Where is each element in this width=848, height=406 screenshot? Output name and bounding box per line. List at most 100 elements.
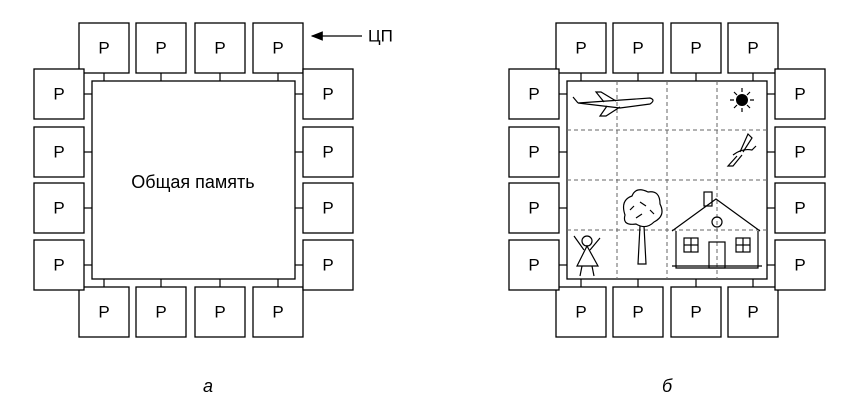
processor-box — [612, 286, 664, 338]
child-icon — [573, 235, 601, 277]
processor-label: P — [690, 39, 701, 58]
processor-a-left-3: P — [33, 182, 92, 234]
processor-a-left-2: P — [33, 126, 92, 178]
memory-grid-lines — [567, 81, 767, 279]
processor-a-top-3: P — [194, 22, 246, 81]
processor-box — [774, 239, 826, 291]
processor-b-top-1: P — [555, 22, 607, 81]
processor-label: P — [98, 303, 109, 322]
processor-a-bottom-3: P — [194, 279, 246, 338]
cpu-annotation: ЦП — [310, 27, 393, 46]
cpu-label: ЦП — [368, 27, 393, 46]
processor-label: P — [528, 256, 539, 275]
processor-b-top-2: P — [612, 22, 664, 81]
processor-b-left-3: P — [508, 182, 567, 234]
processor-b-right-4: P — [767, 239, 826, 291]
processor-box — [78, 286, 130, 338]
processor-box — [508, 182, 560, 234]
processor-a-top-4: P — [252, 22, 304, 81]
processor-label: P — [214, 39, 225, 58]
processor-label: P — [53, 199, 64, 218]
processor-label: P — [747, 39, 758, 58]
processor-box — [774, 68, 826, 120]
processor-label: P — [155, 39, 166, 58]
processor-a-bottom-2: P — [135, 279, 187, 338]
processor-label: P — [575, 39, 586, 58]
processor-label: P — [322, 199, 333, 218]
processor-box — [774, 182, 826, 234]
processor-box — [508, 239, 560, 291]
processor-box — [670, 286, 722, 338]
processor-b-left-2: P — [508, 126, 567, 178]
shared-memory-block — [91, 80, 296, 280]
processor-b-bottom-4: P — [727, 279, 779, 338]
processor-label: P — [528, 143, 539, 162]
processor-label: P — [322, 85, 333, 104]
tree-icon — [622, 189, 663, 265]
processor-box — [302, 68, 354, 120]
processor-a-top-2: P — [135, 22, 187, 81]
processor-box — [555, 22, 607, 74]
bird-icon — [726, 132, 757, 167]
processor-b-bottom-2: P — [612, 279, 664, 338]
processor-box — [670, 22, 722, 74]
processor-a-right-2: P — [295, 126, 354, 178]
processor-a-right-4: P — [295, 239, 354, 291]
processor-b-top-3: P — [670, 22, 722, 81]
processor-label: P — [528, 85, 539, 104]
processor-box — [302, 126, 354, 178]
processor-b-top-4: P — [727, 22, 779, 81]
processor-label: P — [98, 39, 109, 58]
processor-a-right-1: P — [295, 68, 354, 120]
processor-label: P — [690, 303, 701, 322]
processor-a-top-1: P — [78, 22, 130, 81]
processor-label: P — [272, 39, 283, 58]
processor-b-bottom-1: P — [555, 279, 607, 338]
processor-box — [302, 182, 354, 234]
processor-label: P — [575, 303, 586, 322]
processor-a-left-4: P — [33, 239, 92, 291]
caption-b: б — [662, 376, 673, 396]
processor-box — [727, 286, 779, 338]
sun-icon — [730, 88, 754, 112]
processor-box — [33, 239, 85, 291]
processor-box — [555, 286, 607, 338]
processor-box — [774, 126, 826, 178]
processors-panel-b: P P P P P P P P P P P P P P P P — [508, 22, 826, 338]
panel-b-distributed-grid: P P P P P P P P P P P P P P P P б — [508, 22, 826, 396]
processor-box — [612, 22, 664, 74]
processor-label: P — [322, 256, 333, 275]
processor-box — [78, 22, 130, 74]
processor-b-right-3: P — [767, 182, 826, 234]
processor-box — [33, 126, 85, 178]
processor-label: P — [794, 199, 805, 218]
processor-box — [252, 22, 304, 74]
processor-box — [252, 286, 304, 338]
processor-b-left-4: P — [508, 239, 567, 291]
processor-box — [727, 22, 779, 74]
processor-a-bottom-1: P — [78, 279, 130, 338]
processor-b-right-1: P — [767, 68, 826, 120]
processor-label: P — [53, 143, 64, 162]
processor-box — [135, 22, 187, 74]
processor-label: P — [794, 256, 805, 275]
processor-a-left-1: P — [33, 68, 92, 120]
processor-label: P — [528, 199, 539, 218]
processor-label: P — [632, 39, 643, 58]
processor-a-right-3: P — [295, 182, 354, 234]
processor-label: P — [747, 303, 758, 322]
processor-label: P — [214, 303, 225, 322]
shared-memory-label: Общая память — [131, 172, 254, 192]
processor-label: P — [53, 85, 64, 104]
processor-box — [33, 182, 85, 234]
processor-b-bottom-3: P — [670, 279, 722, 338]
processor-label: P — [155, 303, 166, 322]
processor-box — [194, 286, 246, 338]
processor-label: P — [794, 143, 805, 162]
airplane-icon — [572, 91, 654, 117]
processor-label: P — [794, 85, 805, 104]
caption-a: а — [203, 376, 213, 396]
processor-a-bottom-4: P — [252, 279, 304, 338]
